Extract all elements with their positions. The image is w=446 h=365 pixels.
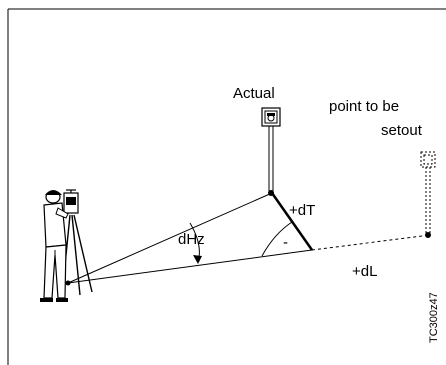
right-angle-mark: - xyxy=(283,234,288,251)
diagram-frame xyxy=(7,8,446,365)
surveyor-icon xyxy=(40,189,93,302)
dT-label: +dT xyxy=(289,202,315,219)
line-to-actual xyxy=(67,192,273,284)
target-prism-icon xyxy=(420,151,436,238)
dHz-angle-arc xyxy=(189,222,202,264)
figure-code-label: TC300z47 xyxy=(428,292,440,343)
line-dL-dashed xyxy=(311,234,431,251)
right-angle-arc xyxy=(261,221,293,257)
line-dT xyxy=(270,192,314,251)
geometry-lines xyxy=(67,192,431,284)
setout-label-line2: setout xyxy=(381,122,423,139)
actual-label: Actual xyxy=(233,85,275,102)
actual-prism-icon xyxy=(261,107,281,196)
dL-label: +dL xyxy=(352,263,377,280)
setout-label-line1: point to be xyxy=(329,98,399,115)
dHz-label: dHz xyxy=(178,231,205,248)
line-to-setout xyxy=(67,249,313,284)
